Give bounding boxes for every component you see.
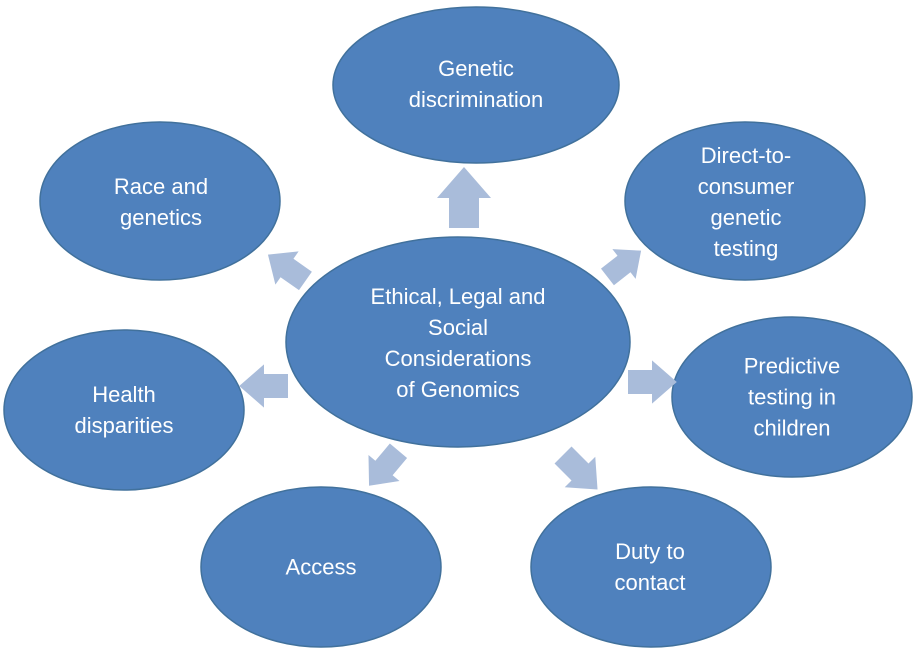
arrow-to-duty-to-contact xyxy=(554,446,598,490)
label-line: discrimination xyxy=(408,87,544,112)
node-center xyxy=(285,236,631,448)
label-line: testing in xyxy=(747,384,837,410)
node-predictive-testing xyxy=(671,316,913,478)
label-line: Genetic xyxy=(438,56,514,81)
label-line: genetics xyxy=(120,205,202,230)
label-line: consumer xyxy=(697,174,795,199)
label-line: Access xyxy=(285,554,357,580)
label-health-disparities: Health disparities xyxy=(74,379,173,441)
node-health-disparities xyxy=(3,329,245,491)
arrow-to-predictive-testing xyxy=(628,360,677,404)
label-race-and-genetics: Race and genetics xyxy=(114,171,208,233)
label-line: Duty to xyxy=(615,539,685,564)
arrow-to-access xyxy=(368,443,408,486)
label-access: Access xyxy=(286,552,357,583)
label-center: Ethical, Legal and Social Considerations… xyxy=(371,281,546,405)
arrow-to-genetic-discrimination xyxy=(437,167,491,228)
label-genetic-discrimination: Genetic discrimination xyxy=(409,53,544,115)
label-line: testing xyxy=(713,236,779,261)
label-line: disparities xyxy=(74,413,174,438)
label-line: genetic xyxy=(710,205,782,230)
arrow-to-direct-to-consumer xyxy=(600,249,642,286)
label-direct-to-consumer: Direct-to- consumer genetic testing xyxy=(698,140,795,264)
label-line: Health xyxy=(92,382,156,407)
label-line: Predictive xyxy=(743,353,841,379)
node-race-and-genetics xyxy=(39,121,281,281)
label-line: Considerations xyxy=(384,346,532,371)
arrow-to-race-and-genetics xyxy=(267,251,312,291)
label-line: Ethical, Legal and xyxy=(370,284,546,309)
label-line: Social xyxy=(428,315,488,340)
label-line: of Genomics xyxy=(396,377,520,402)
label-line: children xyxy=(753,415,831,441)
label-line: Direct-to- xyxy=(700,143,792,168)
label-line: Race and xyxy=(113,174,209,199)
label-line: contact xyxy=(614,570,686,595)
label-duty-to-contact: Duty to contact xyxy=(615,536,686,598)
label-predictive-testing: Predictive testing in children xyxy=(744,351,841,444)
arrow-to-health-disparities xyxy=(239,364,288,408)
node-genetic-discrimination xyxy=(332,6,620,164)
node-duty-to-contact xyxy=(530,486,772,648)
node-direct-to-consumer xyxy=(624,121,866,281)
node-access xyxy=(200,486,442,648)
